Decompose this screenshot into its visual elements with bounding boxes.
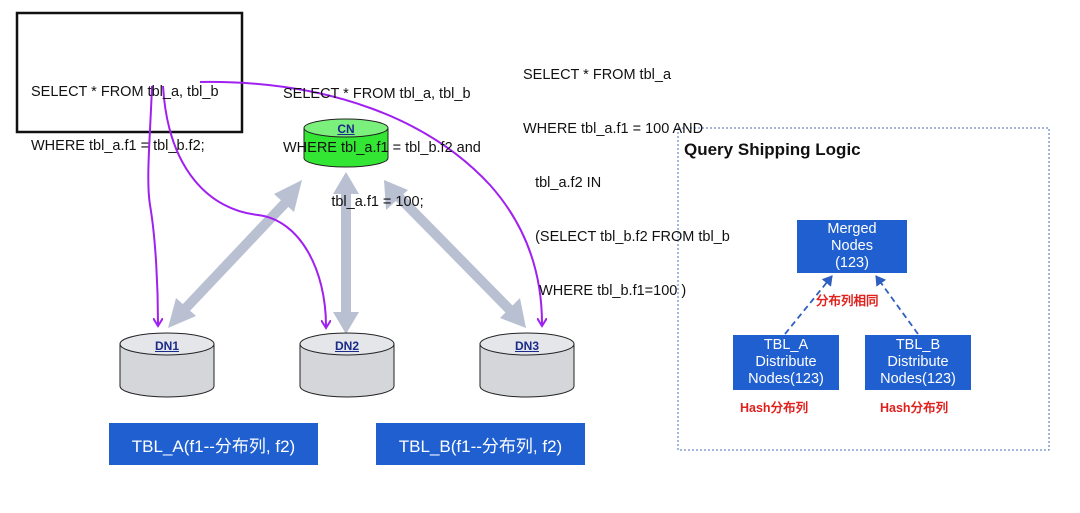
hash-label-a: Hash分布列	[740, 401, 809, 415]
sql-box-1-line: SELECT * FROM tbl_a, tbl_b	[31, 84, 219, 100]
cn-cylinder	[303, 118, 389, 168]
sql-box-1: SELECT * FROM tbl_a, tbl_b WHERE tbl_a.f…	[31, 47, 219, 173]
tbl-a-nodes-box: TBL_A Distribute Nodes(123)	[733, 335, 839, 390]
sql-2-line: SELECT * FROM tbl_a, tbl_b	[283, 86, 471, 102]
logic-panel-border	[677, 127, 1050, 451]
same-dist-label: 分布列相同	[816, 294, 879, 308]
cn-dn1-link	[168, 180, 302, 328]
cn-label: CN	[337, 122, 355, 136]
sql-box-1-line: WHERE tbl_a.f1 = tbl_b.f2;	[31, 138, 205, 154]
dn2-cylinder	[299, 332, 395, 398]
dn1-label: DN1	[154, 339, 179, 353]
dashed-arrow-b	[875, 275, 919, 335]
merged-nodes-line: Nodes	[831, 238, 873, 254]
sql-2: SELECT * FROM tbl_a, tbl_b WHERE tbl_a.f…	[283, 49, 481, 229]
dn1-cylinder	[119, 332, 215, 398]
dn3-label: DN3	[514, 339, 539, 353]
tbl-a-nodes-line: Distribute	[755, 354, 817, 370]
tbl-b-nodes-box: TBL_B Distribute Nodes(123)	[865, 335, 971, 390]
sql-2-line: WHERE tbl_a.f1 = tbl_b.f2 and	[283, 140, 481, 156]
purple-arrow-dn1	[147, 85, 158, 324]
tbl-b-nodes-line: Nodes(123)	[880, 371, 956, 387]
tbl-b-nodes-line: Distribute	[887, 354, 949, 370]
hash-label-b: Hash分布列	[880, 401, 949, 415]
sql-3: SELECT * FROM tbl_a WHERE tbl_a.f1 = 100…	[523, 30, 730, 318]
merged-nodes-line: (123)	[835, 255, 869, 271]
sql-box-border	[15, 11, 244, 134]
sql-3-line: WHERE tbl_a.f1 = 100 AND	[523, 121, 704, 137]
sql-3-line: WHERE tbl_b.f1=100 )	[523, 283, 687, 299]
tbl-b-box: TBL_B(f1--分布列, f2)	[376, 423, 585, 465]
purple-arrow-dn3	[199, 80, 542, 324]
tbl-a-box: TBL_A(f1--分布列, f2)	[109, 423, 318, 465]
sql-3-line: (SELECT tbl_b.f2 FROM tbl_b	[523, 229, 730, 245]
sql-3-line: tbl_a.f2 IN	[523, 175, 602, 191]
cn-dn3-link	[384, 180, 526, 328]
tbl-a-nodes-line: TBL_A	[763, 337, 809, 353]
logic-panel-title: Query Shipping Logic	[684, 140, 861, 159]
sql-2-line: tbl_a.f1 = 100;	[283, 194, 424, 210]
merged-nodes-line: Merged	[827, 221, 877, 237]
dn2-label: DN2	[334, 339, 359, 353]
tbl-b-label: TBL_B(f1--分布列, f2)	[398, 436, 563, 456]
tbl-a-label: TBL_A(f1--分布列, f2)	[131, 436, 296, 456]
dashed-arrow-a	[784, 275, 833, 335]
purple-arrow-dn2	[162, 85, 326, 326]
cn-dn2-link	[333, 172, 359, 334]
sql-3-line: SELECT * FROM tbl_a	[523, 67, 672, 83]
dn3-cylinder	[479, 332, 575, 398]
tbl-a-nodes-line: Nodes(123)	[748, 371, 824, 387]
tbl-b-nodes-line: TBL_B	[895, 337, 941, 353]
merged-nodes-box: Merged Nodes (123)	[797, 220, 907, 273]
